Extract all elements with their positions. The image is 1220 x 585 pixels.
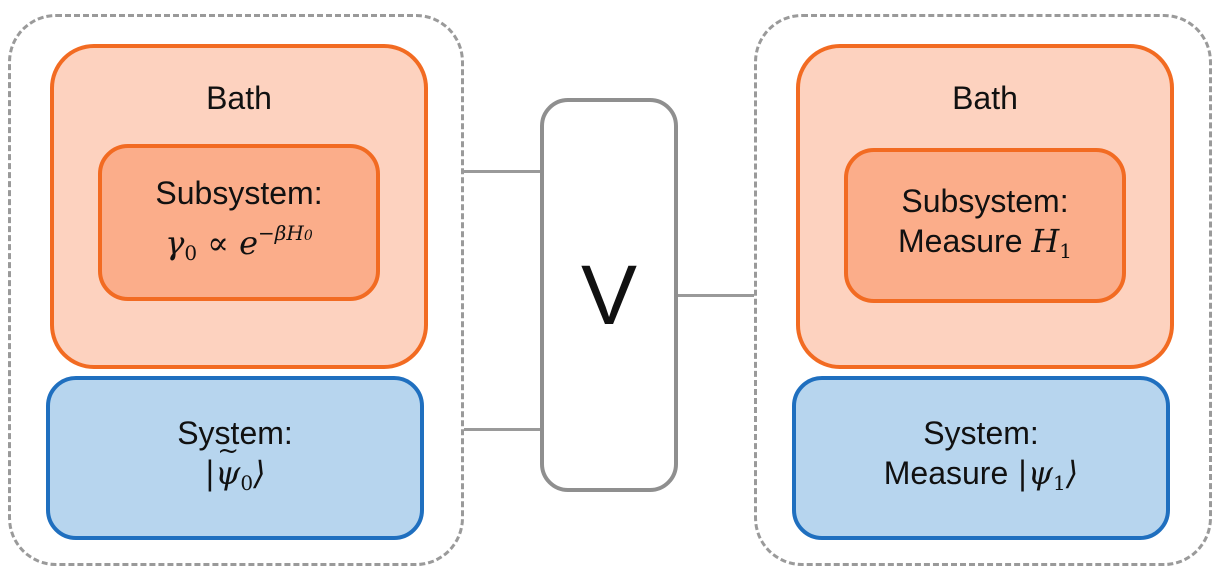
left-subsystem-title: Subsystem:: [155, 174, 323, 211]
left-subsystem-expr: γ0 ∝ e−βH0: [165, 220, 313, 265]
right-system-title: System:: [923, 415, 1039, 451]
right-subsystem-title: Subsystem:: [901, 182, 1069, 219]
left-system-state: |ψ0⟩: [204, 431, 265, 503]
operator-v-box: V: [540, 98, 678, 492]
right-subsystem-box: Subsystem: Measure H1: [844, 148, 1126, 303]
right-system-state-sub: 1: [1053, 471, 1066, 495]
connector-line-left-bottom: [464, 428, 542, 431]
right-subsystem-measure: Measure H1: [898, 221, 1072, 271]
right-group: [754, 14, 1212, 566]
right-system-state-symbol: ψ: [1027, 454, 1054, 492]
left-bath-label: Bath: [206, 80, 272, 116]
right-system-measure-text: Measure: [883, 455, 1009, 491]
connector-line-right: [678, 294, 754, 297]
connector-line-left-top: [464, 170, 542, 173]
right-system-box: System: Measure |ψ1⟩: [792, 376, 1170, 540]
right-subsystem-measure-sub: 1: [1059, 238, 1073, 263]
right-system-measure: Measure |ψ1⟩: [883, 454, 1079, 495]
left-group: [8, 14, 464, 566]
right-subsystem-measure-text: Measure: [897, 222, 1023, 259]
left-subsystem-box: Subsystem: γ0 ∝ e−βH0: [98, 144, 380, 301]
operator-v-label: V: [580, 247, 638, 342]
right-subsystem-measure-var: H: [1031, 221, 1060, 260]
right-bath-label: Bath: [952, 80, 1018, 116]
left-system-box: System: |ψ0⟩: [46, 376, 424, 540]
